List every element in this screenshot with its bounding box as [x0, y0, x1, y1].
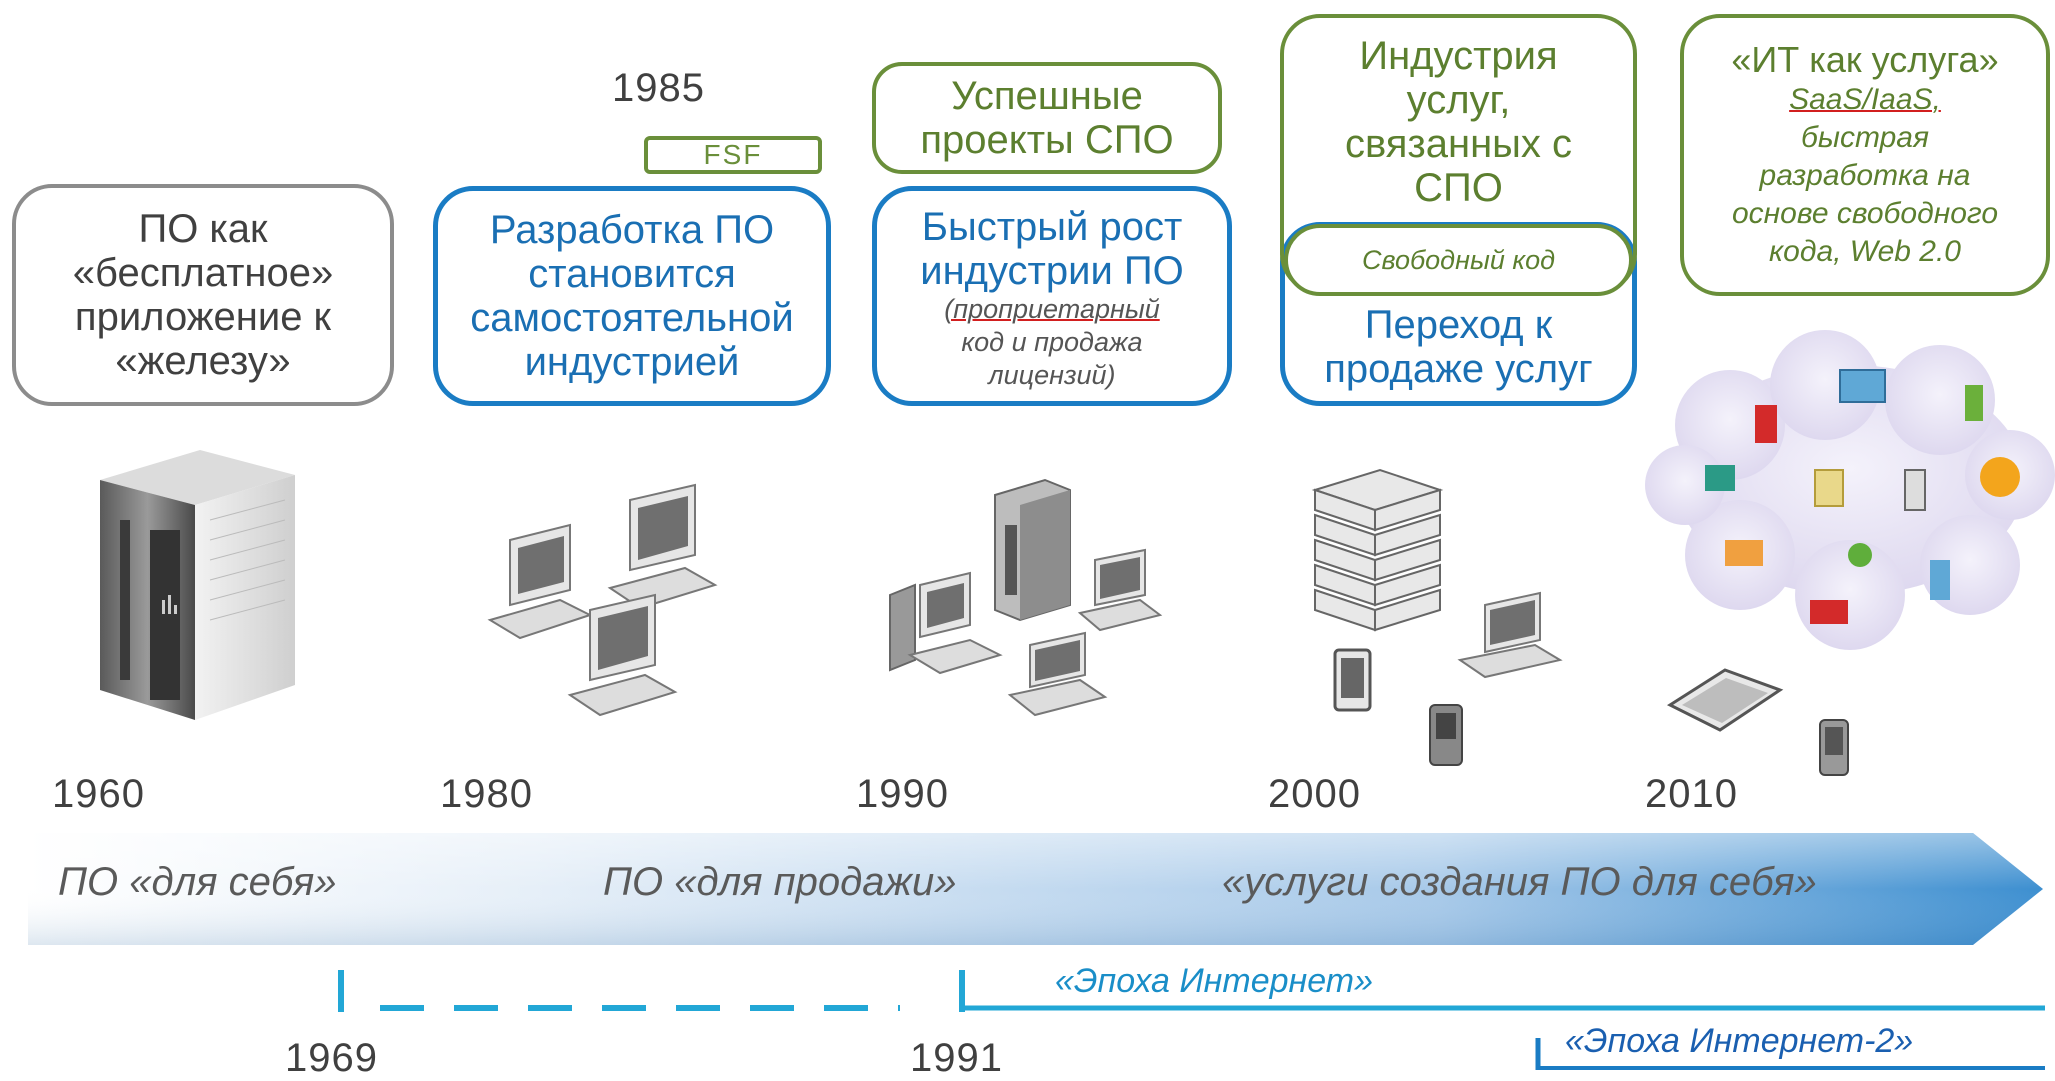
- period-1990-line2: индустрии ПО: [920, 249, 1184, 293]
- period-1960-line3: приложение к: [74, 295, 332, 339]
- fsf-badge: FSF: [644, 136, 822, 174]
- period-2000-inner-text: Свободный код: [1361, 244, 1556, 275]
- period-2010-line4: основе свободного: [1731, 197, 1999, 230]
- desktop-2: [607, 483, 718, 610]
- internet-era-label: «Эпоха Интернет»: [1055, 962, 1373, 1000]
- fsf-label: FSF: [703, 139, 763, 170]
- period-box-2000-inner: Свободный код: [1284, 224, 1633, 296]
- year-1960: 1960: [52, 772, 145, 816]
- period-1980-line2: становится: [528, 252, 736, 296]
- era-for-self: ПО «для себя»: [58, 860, 337, 904]
- period-2000-line2: продаже услуг: [1324, 347, 1593, 391]
- year-1969: 1969: [285, 1036, 378, 1080]
- period-1990-note3: лицензий): [988, 360, 1116, 390]
- period-2000-top-line1: Индустрия: [1359, 34, 1558, 78]
- period-2000-top-line3: связанных с: [1344, 122, 1573, 166]
- period-box-1990-top: Успешные проекты СПО: [872, 62, 1222, 174]
- internet-timeline: [338, 970, 2045, 1070]
- period-box-1980: Разработка ПО становится самостоятельной…: [433, 186, 831, 406]
- cloud-tablet-phone-icon: [1645, 330, 2055, 776]
- year-1991: 1991: [910, 1036, 1003, 1080]
- period-1990-line1: Быстрый рост: [921, 205, 1183, 249]
- period-1990-top-line1: Успешные: [951, 74, 1143, 118]
- period-1980-line1: Разработка ПО: [489, 208, 775, 252]
- period-2010-line5: кода, Web 2.0: [1769, 235, 1961, 268]
- fsf-year: 1985: [612, 66, 705, 110]
- period-2000-line1: Переход к: [1364, 303, 1553, 347]
- period-1980-line4: индустрией: [524, 340, 740, 384]
- period-2000-top-line2: услуг,: [1406, 78, 1511, 122]
- period-1990-top-line2: проекты СПО: [920, 118, 1174, 162]
- server-rack-laptop-phone-icon: [1311, 468, 1563, 766]
- timeline-arrow: [28, 833, 2043, 945]
- pc-server-laptop-icon: [889, 478, 1163, 717]
- year-1980: 1980: [440, 772, 533, 816]
- period-1990-note1: (проприетарный: [944, 294, 1160, 324]
- period-box-1960: ПО как «бесплатное» приложение к «железу…: [12, 184, 394, 406]
- year-1990: 1990: [856, 772, 949, 816]
- period-1960-line1: ПО как: [138, 207, 268, 251]
- period-1980-line3: самостоятельной: [470, 296, 794, 340]
- period-2000-top-line4: СПО: [1414, 166, 1503, 210]
- desktop-1: [487, 523, 593, 640]
- period-2010-line3: разработка на: [1759, 159, 1971, 192]
- period-2010-line1: SaaS/IaaS,: [1789, 83, 1941, 116]
- desktop-computers-icon: [487, 483, 718, 717]
- period-1990-note2: код и продажа: [961, 327, 1143, 357]
- desktop-3: [567, 593, 678, 717]
- era-for-sale: ПО «для продажи»: [603, 860, 957, 904]
- year-2000: 2000: [1268, 772, 1361, 816]
- year-2010: 2010: [1645, 772, 1738, 816]
- period-1960-line2: «бесплатное»: [72, 251, 334, 295]
- period-2010-line2: быстрая: [1801, 121, 1929, 154]
- period-box-2010: «ИТ как услуга» SaaS/IaaS, быстрая разра…: [1680, 14, 2050, 296]
- mainframe-icon: [100, 450, 295, 720]
- period-box-1990: Быстрый рост индустрии ПО (проприетарный…: [872, 186, 1232, 406]
- internet2-era-label: «Эпоха Интернет-2»: [1565, 1022, 1914, 1060]
- period-2010-title: «ИТ как услуга»: [1731, 39, 1999, 80]
- era-services: «услуги создания ПО для себя»: [1222, 860, 1817, 904]
- period-1960-line4: «железу»: [115, 339, 291, 383]
